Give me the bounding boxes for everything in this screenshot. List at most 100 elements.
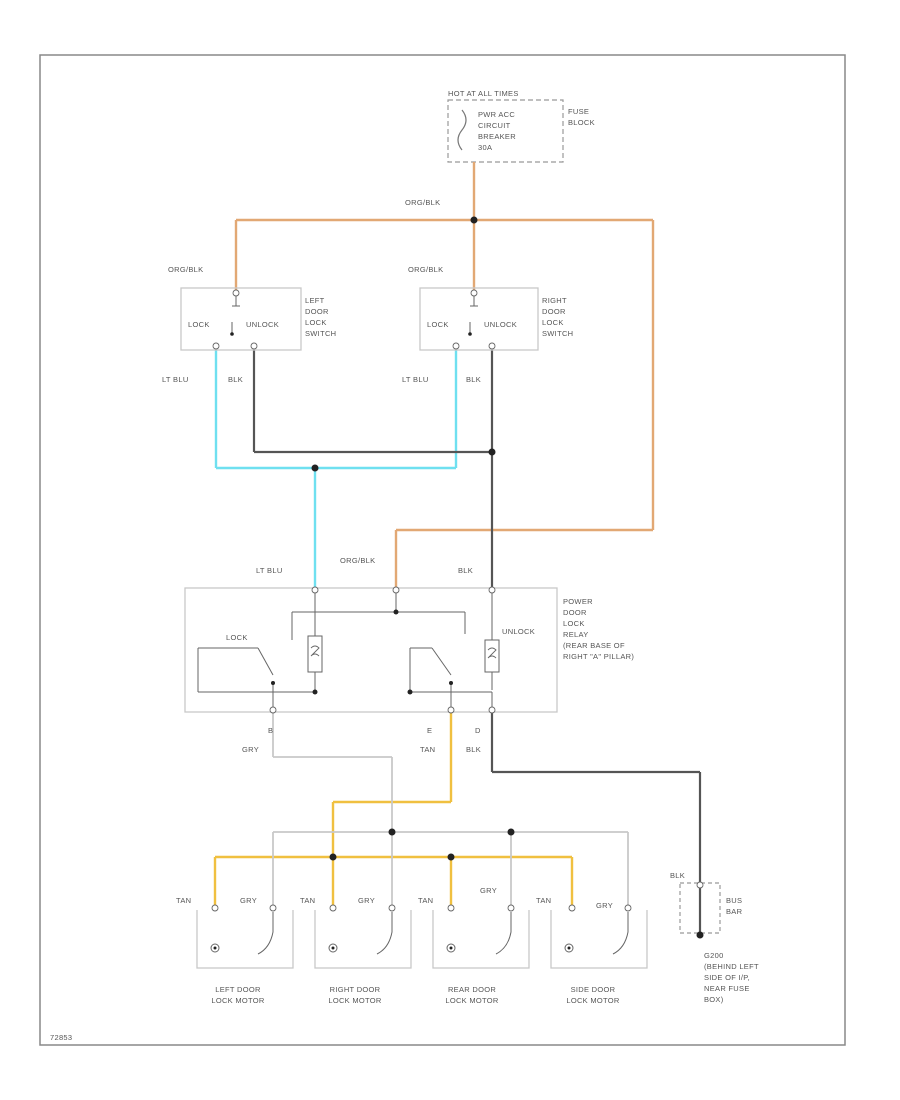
left-switch-name-3: LOCK (305, 318, 327, 327)
label-relay-org-blk: ORG/BLK (340, 556, 375, 565)
splice-tan-1 (329, 853, 337, 861)
wire-org-blk (234, 162, 655, 588)
ground-point (696, 931, 704, 939)
right-switch-name-2: DOOR (542, 307, 566, 316)
fuse-block: HOT AT ALL TIMES PWR ACC CIRCUIT BREAKER… (447, 89, 595, 163)
label-blk-right: BLK (466, 375, 481, 384)
splice-tan-2 (447, 853, 455, 861)
relay-terminal-lt-blu (311, 586, 319, 594)
ground-label-3: SIDE OF I/P, (704, 973, 750, 982)
right-switch-name-4: SWITCH (542, 329, 573, 338)
relay-terminal-b (269, 706, 277, 714)
right-switch-terminal-top (470, 289, 478, 297)
wire-blk (252, 350, 702, 935)
label-blk-out: BLK (466, 745, 481, 754)
splice-gry-2 (507, 828, 515, 836)
lock-motor-left: TAN GRY LEFT DOOR LOCK MOTOR (176, 896, 294, 1005)
left-switch-name-4: SWITCH (305, 329, 336, 338)
lock-motor-right: TAN GRY RIGHT DOOR LOCK MOTOR (300, 896, 412, 1005)
motor-side-gry: GRY (596, 901, 613, 910)
motor-right-name-1: RIGHT DOOR (330, 985, 381, 994)
right-switch-name-3: LOCK (542, 318, 564, 327)
lock-motor-side: TAN GRY SIDE DOOR LOCK MOTOR (536, 896, 648, 1005)
bus-bar-outline (679, 882, 721, 934)
diagram-frame (39, 54, 846, 1046)
wire-lt-blu (214, 350, 458, 588)
relay-lock-label: LOCK (226, 633, 248, 642)
relay-name-1: POWER (563, 597, 593, 606)
motor-rear-name-1: REAR DOOR (448, 985, 496, 994)
label-relay-blk: BLK (458, 566, 473, 575)
motor-side-name-1: SIDE DOOR (571, 985, 616, 994)
left-door-lock-switch: LOCK UNLOCK LEFT DOOR LOCK SWITCH (180, 287, 336, 351)
ground-label-1: G200 (704, 951, 724, 960)
splice-gry-1 (388, 828, 396, 836)
relay-terminal-blk (488, 586, 496, 594)
relay-name-6: RIGHT "A" PILLAR) (563, 652, 634, 661)
label-gry: GRY (242, 745, 259, 754)
left-switch-outline (180, 287, 302, 351)
figure-id: 72853 (50, 1033, 72, 1042)
relay-terminal-d (488, 706, 496, 714)
relay-terminal-e (447, 706, 455, 714)
breaker-line-3: BREAKER (478, 132, 516, 141)
relay-internal-wiring (197, 593, 493, 707)
left-switch-terminal-top (232, 289, 240, 297)
power-door-lock-relay: B E D (184, 586, 634, 735)
relay-outline (184, 587, 558, 713)
relay-terminal-org-blk (392, 586, 400, 594)
lock-motor-side-outline (550, 910, 648, 969)
right-switch-name-1: RIGHT (542, 296, 567, 305)
relay-name-2: DOOR (563, 608, 587, 617)
label-tan: TAN (420, 745, 435, 754)
label-blk-left: BLK (228, 375, 243, 384)
relay-pin-e: E (427, 726, 432, 735)
lock-motor-right-outline (314, 910, 412, 969)
ground-blk-label: BLK (670, 871, 685, 880)
fuse-block-outline (447, 99, 564, 163)
motor-rear-name-2: LOCK MOTOR (445, 996, 499, 1005)
splice-lt-blu (311, 464, 319, 472)
breaker-line-1: PWR ACC (478, 110, 515, 119)
right-switch-lock-label: LOCK (427, 320, 449, 329)
relay-unlock-contact (449, 681, 453, 685)
ground-label-4: NEAR FUSE (704, 984, 750, 993)
motor-rear-gry: GRY (480, 886, 497, 895)
motor-rear-tan: TAN (418, 896, 433, 905)
motor-left-name-2: LOCK MOTOR (211, 996, 265, 1005)
bus-bar-ground: BLK BUS BAR G200 (BEHIND LEFT SIDE OF I/… (670, 871, 759, 1004)
left-switch-contact (230, 332, 234, 336)
relay-name-4: RELAY (563, 630, 589, 639)
wire-tan (213, 712, 574, 905)
left-switch-terminal-lock (212, 342, 220, 350)
lock-motor-left-outline (196, 910, 294, 969)
motor-left-gry: GRY (240, 896, 257, 905)
left-switch-name-1: LEFT (305, 296, 325, 305)
left-switch-name-2: DOOR (305, 307, 329, 316)
splice-blk (488, 448, 496, 456)
motor-left-name-1: LEFT DOOR (215, 985, 261, 994)
fuse-block-label-1: FUSE (568, 107, 589, 116)
label-org-blk-top: ORG/BLK (405, 198, 440, 207)
breaker-line-4: 30A (478, 143, 492, 152)
ground-label-5: BOX) (704, 995, 724, 1004)
label-lt-blu-left: LT BLU (162, 375, 189, 384)
relay-splice-lock (312, 689, 318, 695)
ground-label-2: (BEHIND LEFT (704, 962, 759, 971)
splice-points (311, 216, 515, 861)
breaker-line-2: CIRCUIT (478, 121, 511, 130)
splice-org-blk-top (470, 216, 478, 224)
bus-bar-label-1: BUS (726, 896, 742, 905)
motor-side-tan: TAN (536, 896, 551, 905)
fuse-block-header: HOT AT ALL TIMES (448, 89, 519, 98)
fuse-block-label-2: BLOCK (568, 118, 595, 127)
relay-name-5: (REAR BASE OF (563, 641, 625, 650)
left-switch-unlock-label: UNLOCK (246, 320, 279, 329)
relay-pin-d: D (475, 726, 481, 735)
relay-lock-contact (271, 681, 275, 685)
label-org-blk-left: ORG/BLK (168, 265, 203, 274)
right-door-lock-switch: LOCK UNLOCK RIGHT DOOR LOCK SWITCH (419, 287, 573, 351)
label-lt-blu-right: LT BLU (402, 375, 429, 384)
left-switch-terminal-unlock (250, 342, 258, 350)
